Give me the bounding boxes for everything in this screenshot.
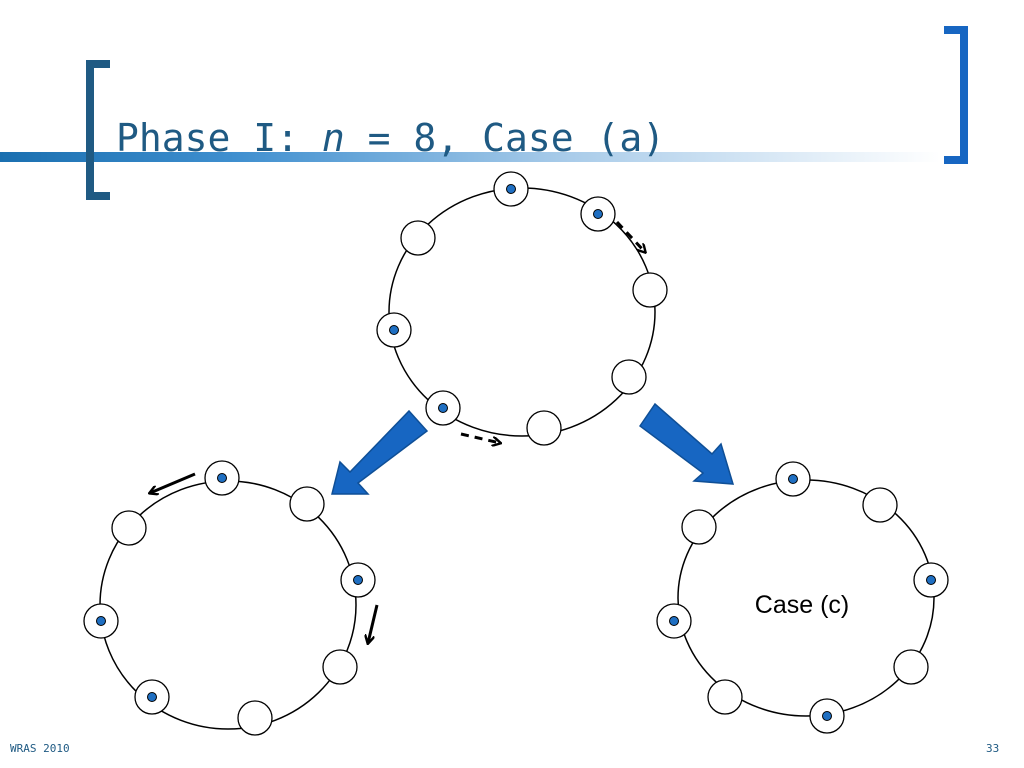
bottom-right-ring-group: Case (c) [656,461,949,734]
slide-title: Phase I: n = 8, Case (a) [116,114,665,162]
ring-node-empty [862,487,898,523]
ring-node-empty [400,220,436,256]
ring-node-empty [526,410,562,446]
ring-node-empty [322,649,358,685]
dashed-move-arrow [460,432,500,443]
ring-node-empty [632,272,668,308]
title-suffix: = 8, Case (a) [344,116,666,160]
title-underline-bar [0,152,940,162]
ring-node-occupied [775,461,811,497]
transition-arrow-left [331,409,429,495]
ring-node-empty [681,509,717,545]
solid-move-arrow [150,472,196,493]
ring-node-occupied [656,603,692,639]
bottom-left-ring-group [83,460,379,736]
ring-node-occupied [493,171,529,207]
dashed-move-arrow [615,220,645,252]
transition-arrow-right [638,402,735,485]
ring-node-empty [707,679,743,715]
ring-node-empty [289,486,325,522]
ring-node-occupied [204,460,240,496]
page-number: 33 [986,742,1000,755]
ring-node-occupied [340,562,376,598]
ring-node-occupied [913,562,949,598]
solid-move-arrow [368,604,379,643]
ring-node-occupied [83,603,119,639]
case-label: Case (c) [755,591,849,619]
right-bracket-decoration [944,26,968,164]
ring-node-empty [611,359,647,395]
title-prefix: Phase I: [116,116,322,160]
top-ring-group [376,171,668,446]
left-bracket-decoration [86,60,110,200]
ring-node-occupied [376,312,412,348]
footer-conference-label: WRAS 2010 [10,742,70,755]
ring-node-occupied [425,390,461,426]
ring-node-empty [893,649,929,685]
ring-node-empty [111,510,147,546]
ring-node-occupied [134,679,170,715]
title-variable: n [321,116,345,160]
ring-node-empty [237,700,273,736]
ring-node-occupied [809,698,845,734]
ring-node-occupied [580,196,616,232]
